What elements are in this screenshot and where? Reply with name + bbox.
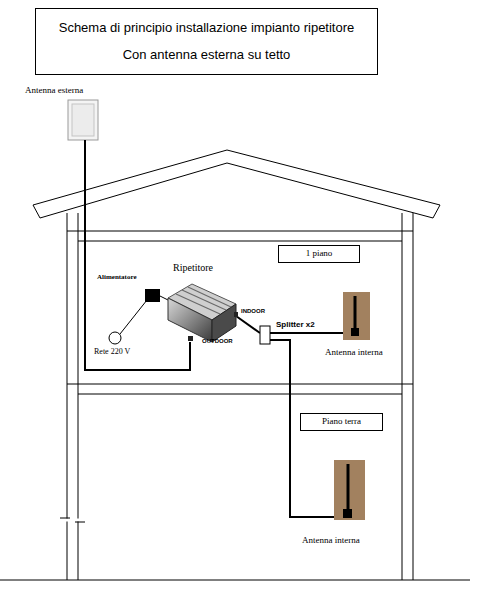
box-text: Piano terra [303, 416, 380, 426]
box-text: 1 piano [281, 248, 357, 258]
antenna-label: Antenna esterna [25, 85, 83, 95]
part-label: Rete 220 V [94, 347, 130, 356]
part-label: Alimentatore [97, 273, 137, 281]
title-text: Schema di principio installazione impian… [42, 21, 371, 36]
box-text: Con antenna esterna su tetto [42, 48, 371, 63]
port-label: OUTDOOR [202, 338, 233, 345]
floor-label-box: Piano terra [300, 413, 383, 431]
part-label: Ripetitore [173, 262, 213, 274]
antenna-label: Antenna interna [302, 535, 360, 545]
title-box: Schema di principio installazione impian… [35, 8, 378, 75]
power-supply [145, 289, 160, 302]
splitter [260, 326, 270, 344]
outdoor-antenna [68, 100, 98, 140]
power-cable [109, 296, 168, 344]
wall-break [60, 518, 85, 522]
indoor-antenna [343, 292, 370, 340]
indoor-antenna [334, 460, 365, 520]
house-outline [0, 150, 470, 580]
wall-break [62, 519, 83, 522]
port-label: INDOOR [241, 308, 265, 315]
floor-label-box: 1 piano [278, 245, 360, 263]
coax-cable [85, 140, 345, 517]
part-label: Splitter x2 [276, 320, 315, 329]
antenna-label: Antenna interna [325, 347, 383, 357]
repeater-unit [168, 284, 238, 342]
